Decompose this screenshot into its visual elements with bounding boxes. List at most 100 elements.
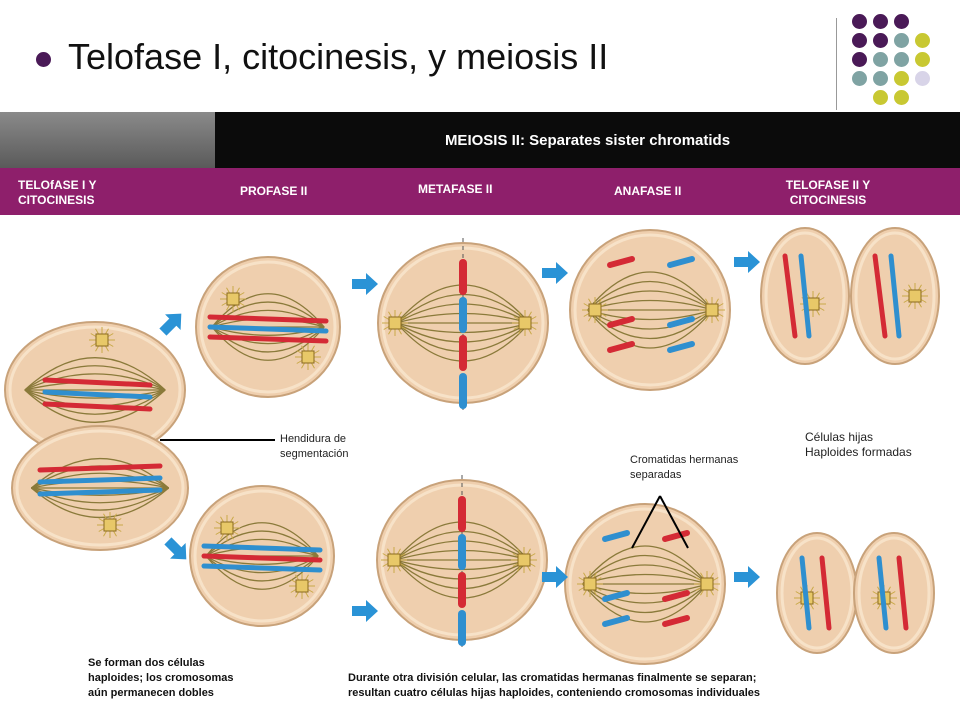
centriole [700,577,714,591]
cell-highlight [857,536,931,650]
centriole [387,553,401,567]
centriole [301,350,315,364]
decorative-dot [915,33,930,48]
sister-chromatids-label: Cromatidas hermanas separadas [630,453,738,483]
centriole [517,553,531,567]
header-band: MEIOSIS II: Separates sister chromatids [0,112,960,168]
caption-line: haploides; los cromosomas [88,672,234,684]
arrow-shape [159,313,182,336]
cell-highlight [780,536,854,650]
decorative-dot [873,90,888,105]
centriole [388,316,402,330]
arrow-shape [542,262,568,284]
decorative-dot [894,71,909,86]
sister-pointer-line [659,495,689,549]
arrow-shape [734,251,760,273]
cell-highlight [764,231,846,361]
phase-telofase1: TELOfASE I Y CITOCINESIS [18,178,96,208]
metafase2-cell-top [377,238,549,411]
label-line: Células hijas [805,430,874,444]
arrow-icon [542,262,568,284]
spindle-fiber [211,326,325,345]
bullet-icon [36,52,51,67]
chromatid [42,377,153,388]
decorative-dot [915,52,930,67]
decorative-dot [873,71,888,86]
spindle-fiber [24,389,166,415]
spindle-fiber [30,487,170,518]
chromatid [607,256,635,268]
decorative-dot [894,52,909,67]
chromatid [42,389,153,400]
chromatid [888,253,902,339]
decorative-dot [894,90,909,105]
telofase1-cell-top [4,321,186,459]
header-gray-block [0,112,215,168]
label-line: Hendidura de [280,433,347,445]
spindle-fiber [587,309,713,330]
chromatid [667,256,695,268]
spindle-fiber [211,293,325,328]
arrow-icon [352,273,378,295]
decorative-dot [852,33,867,48]
telofase2-cell-top [850,227,940,365]
chromatid [37,475,163,485]
telofase2-cell-top [760,227,850,365]
arrow-shape [734,566,760,588]
chromatid [201,563,323,573]
centriole [588,303,602,317]
decorative-dot [915,71,930,86]
chromatid [37,463,163,473]
cell-membrane [853,532,935,654]
chromatid [799,555,812,631]
chromatid [798,253,812,339]
spindle-fiber [587,309,713,349]
centriole [295,579,309,593]
spindle-fiber [587,271,713,311]
decorative-dot [852,71,867,86]
spindle-fiber [24,365,166,391]
chromatid [607,341,635,353]
telofase2-cell-bottom [776,532,858,654]
phase-label-line1: PROFASE II [240,184,308,198]
chromatid [872,253,888,339]
chromatid [667,316,695,328]
daughter-cells-label: Células hijas Haploides formadas [805,430,912,460]
chromatid [819,555,832,631]
spindle-fiber [205,555,319,574]
phase-band: TELOfASE I Y CITOCINESIS PROFASE II META… [0,168,960,215]
caption-line: resultan cuatro células hijas haploides,… [348,687,761,699]
centriole [226,292,240,306]
label-line: Haploides formadas [805,445,912,459]
arrow-icon [164,537,187,560]
page-title: Telofase I, citocinesis, y meiosis II [68,36,609,77]
chromatid [207,334,329,344]
phase-label-line1: ANAFASE II [614,184,682,198]
chromatid [662,590,690,602]
label-line: separadas [630,469,682,481]
spindle-fiber [205,522,319,557]
spindle-fiber [587,290,713,311]
decorative-dot [873,52,888,67]
phase-label-line1: METAFASE II [418,182,493,196]
arrow-icon [734,251,760,273]
profase2-cell-bottom [189,485,335,627]
chromatid [876,555,889,631]
phase-label-line2: CITOCINESIS [18,193,95,207]
spindle-fiber [24,357,166,391]
header-meiosis2-block: MEIOSIS II: Separates sister chromatids [215,112,960,168]
spindle-fiber [582,583,708,623]
chromatid [42,401,153,412]
phase-anafase2: ANAFASE II [614,184,681,199]
chromatid [667,341,695,353]
arrow-icon [159,313,182,336]
label-line: Cromatidas hermanas [630,454,739,466]
centriole [518,316,532,330]
phase-telofase2: TELOFASE II Y CITOCINESIS [770,178,886,208]
arrow-icon [542,566,568,588]
cell-highlight [193,489,331,623]
spindle-fiber [582,583,708,613]
centriole [95,333,109,347]
arrow-shape [542,566,568,588]
centriole [908,289,922,303]
